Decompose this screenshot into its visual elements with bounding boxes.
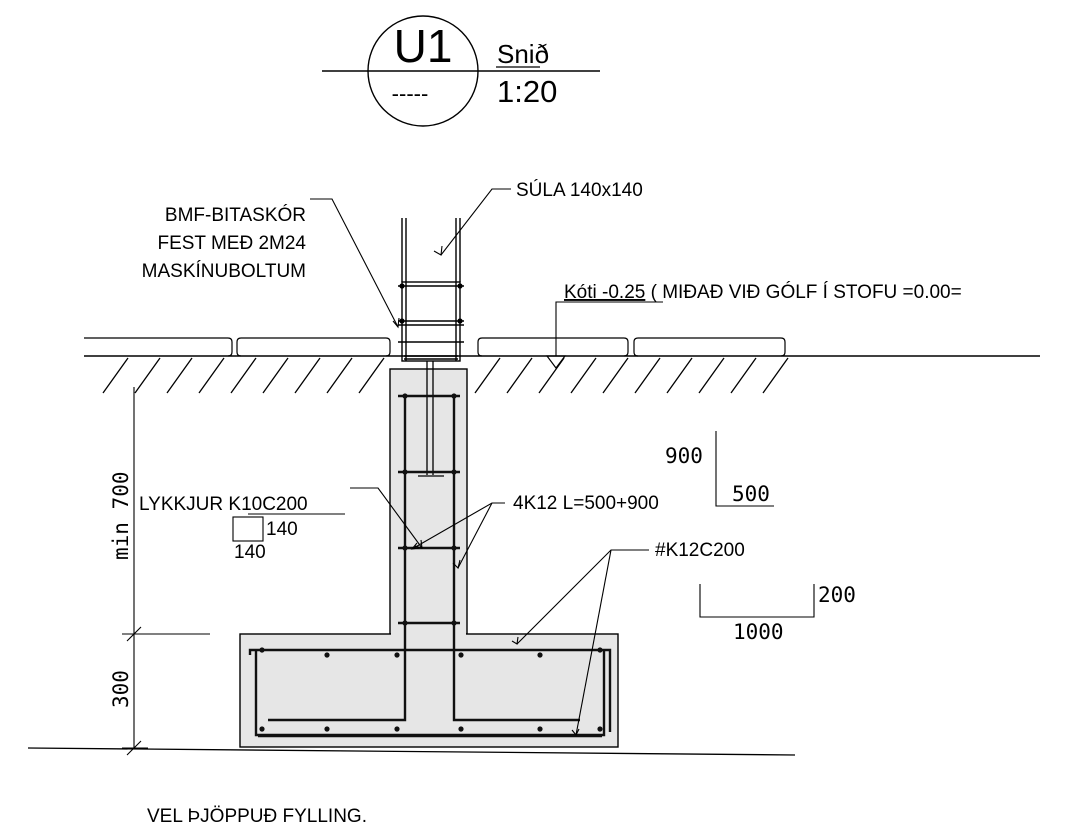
bracket-label-line3: MASKÍNUBOLTUM [142, 261, 306, 282]
long-bars-label: 4K12 L=500+900 [513, 493, 659, 514]
bracket-bolts [399, 283, 463, 324]
dimension-texts: min 700 300 [109, 471, 133, 708]
concrete-footing [239, 633, 619, 748]
paving-slabs [84, 337, 786, 357]
view-name: Snið [497, 39, 549, 69]
stirrup-size-height: 140 [234, 542, 266, 563]
stirrup-size-box [232, 516, 264, 542]
column-label: SÚLA 140x140 [516, 179, 643, 201]
mesh-vertical-length: 200 [818, 583, 856, 607]
level-triangle [545, 355, 567, 369]
bracket-label-line1: BMF-BITASKÓR [165, 204, 306, 226]
pier-depth-prefix: min [109, 522, 133, 560]
stirrups-label: LYKKJUR K10C200 [139, 494, 308, 515]
bmf-bracket [398, 281, 464, 362]
anchor-bolt [418, 361, 444, 477]
footing-depth-text: 300 [109, 670, 133, 708]
concrete-pier [389, 368, 468, 635]
detail-id: U1 [394, 20, 453, 72]
leader-lines [310, 188, 663, 736]
reinforcement [248, 394, 612, 738]
stirrup-size-width: 140 [266, 519, 298, 540]
concrete-body [239, 368, 619, 748]
scale: 1:20 [497, 74, 557, 109]
long-bar-horizontal-length: 500 [732, 482, 770, 506]
fill-note: VEL ÞJÖPPUÐ FYLLING. [147, 806, 367, 827]
level-label-suffix: ( MIÐAÐ VIÐ GÓLF Í STOFU =0.00= [645, 281, 961, 303]
pier-depth-value: 700 [109, 471, 133, 509]
bracket-label-line2: FEST MEÐ 2M24 [157, 233, 306, 254]
long-bar-vertical-length: 900 [665, 444, 703, 468]
sheet-ref: ----- [392, 81, 429, 106]
leader-arrowheads [392, 245, 580, 737]
labels: SÚLA 140x140 BMF-BITASKÓR FEST MEÐ 2M24 … [139, 179, 962, 827]
earth-hatching [102, 357, 789, 394]
pier-depth-gap [109, 509, 133, 522]
rebar-dots [259, 393, 603, 732]
pier-depth-text: min 700 [109, 471, 133, 560]
mesh-horizontal-length: 1000 [733, 620, 784, 644]
mesh-label: #K12C200 [655, 540, 745, 561]
timber-column [401, 218, 461, 282]
bar-shape-sketches [699, 431, 815, 618]
title-block: U1 ----- Snið 1:20 [322, 15, 600, 127]
level-label-prefix: Kóti -0.25 [564, 282, 645, 303]
bar-shape-labels: 900 500 200 1000 [665, 444, 856, 644]
dimension-lines [122, 387, 210, 756]
level-label: Kóti -0.25 ( MIÐAÐ VIÐ GÓLF Í STOFU =0.0… [564, 281, 962, 303]
bottom-ground-line [27, 747, 796, 756]
